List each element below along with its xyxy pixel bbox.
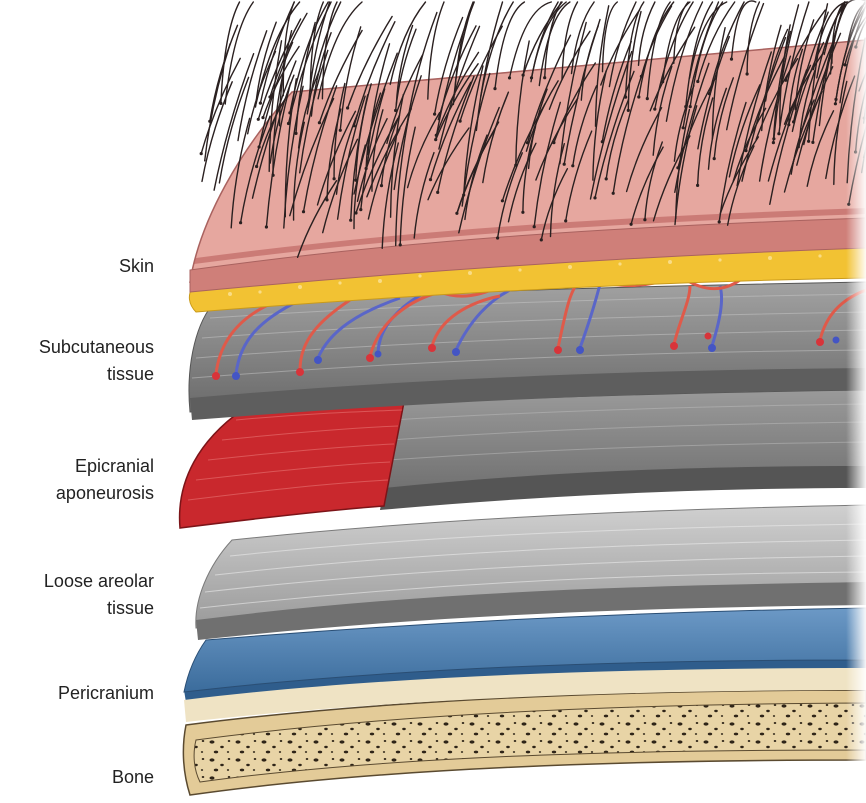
hair-follicle [346, 106, 349, 109]
hair-follicle [496, 236, 499, 239]
hair-follicle [696, 80, 699, 83]
hair-follicle [514, 164, 517, 167]
label-areolar-line2: tissue [107, 597, 154, 620]
hair-follicle [612, 192, 615, 195]
hair-follicle [696, 184, 699, 187]
hair-follicle [265, 225, 268, 228]
hair-follicle [530, 76, 533, 79]
hair-follicle [646, 97, 649, 100]
hair-follicle [394, 109, 397, 112]
hair-follicle [365, 167, 368, 170]
hair-follicle [318, 121, 321, 124]
hair-follicle [354, 211, 357, 214]
hair-strand [674, 2, 688, 63]
hair-follicle [526, 141, 529, 144]
hair-follicle [268, 95, 271, 98]
hair-follicle [325, 198, 328, 201]
hair-follicle [521, 211, 524, 214]
muscle-layer [180, 402, 404, 528]
hair-follicle [219, 102, 222, 105]
hair-follicle [399, 243, 402, 246]
hair-follicle [255, 165, 258, 168]
hair-follicle [682, 126, 685, 129]
hair-follicle [689, 105, 692, 108]
label-pericranium: Pericranium [58, 682, 154, 705]
hair-follicle [434, 138, 437, 141]
hair-follicle [493, 87, 496, 90]
hair-strand [256, 2, 300, 105]
hair-follicle [563, 163, 566, 166]
hair-follicle [459, 120, 462, 123]
label-bone: Bone [112, 766, 154, 789]
hair-follicle [501, 199, 504, 202]
hair-follicle [627, 109, 630, 112]
hair-strand [205, 44, 230, 161]
hair-follicle [643, 218, 646, 221]
hair-follicle [543, 76, 546, 79]
hair-follicle [653, 108, 656, 111]
hair-follicle [605, 177, 608, 180]
label-subcutaneous-line2: tissue [107, 363, 154, 386]
hair-follicle [353, 124, 356, 127]
hair-follicle [571, 164, 574, 167]
hair-follicle [637, 95, 640, 98]
hair-follicle [522, 74, 525, 77]
hair-follicle [258, 145, 261, 148]
hair-follicle [294, 132, 297, 135]
label-areolar-line1: Loose areolar [44, 570, 154, 593]
hair-follicle [339, 129, 342, 132]
hair-follicle [239, 221, 242, 224]
hair-follicle [436, 191, 439, 194]
hair-follicle [429, 178, 432, 181]
label-epicranial-line2: aponeurosis [56, 482, 154, 505]
hair-follicle [380, 184, 383, 187]
hair-follicle [533, 225, 536, 228]
hair-follicle [359, 208, 362, 211]
label-epicranial-line1: Epicranial [75, 455, 154, 478]
hair-follicle [287, 122, 290, 125]
hair-follicle [540, 238, 543, 241]
hair-follicle [593, 196, 596, 199]
hair-follicle [257, 118, 260, 121]
hair-follicle [433, 113, 436, 116]
hair-strand [390, 2, 425, 84]
hair-follicle [349, 219, 352, 222]
hair-follicle [302, 210, 305, 213]
hair-follicle [508, 76, 511, 79]
right-edge-fade [700, 0, 866, 803]
hair-follicle [261, 116, 264, 119]
hair-follicle [200, 152, 203, 155]
hair-follicle [259, 102, 262, 105]
label-subcutaneous-line1: Subcutaneous [39, 336, 154, 359]
hair-follicle [630, 223, 633, 226]
hair-follicle [564, 219, 567, 222]
hair-follicle [333, 177, 336, 180]
label-skin: Skin [119, 255, 154, 278]
